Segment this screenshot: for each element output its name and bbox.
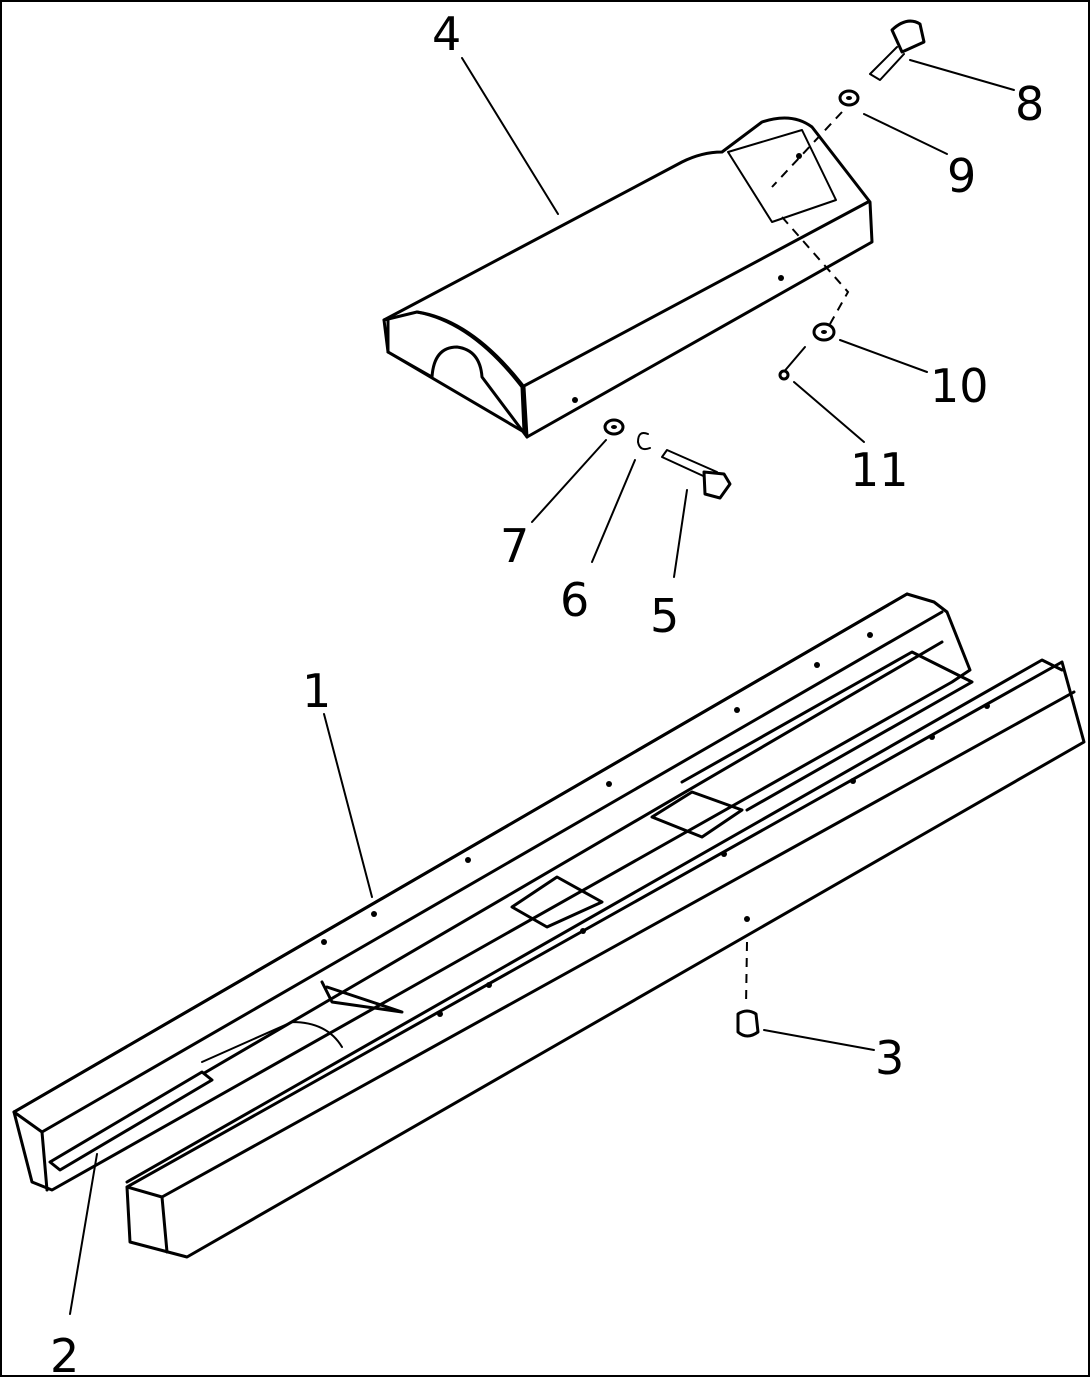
washer-part-10	[812, 322, 836, 342]
callout-1: 1	[302, 664, 331, 718]
callout-labels: 4 8 9 10 11 7 6 5 1 3 2	[50, 7, 1044, 1379]
pin-part-11	[778, 346, 806, 381]
bolt-holes	[321, 632, 990, 1017]
callout-9: 9	[947, 149, 976, 203]
washer-part-7	[603, 418, 625, 436]
cover-part-4	[382, 116, 874, 439]
lockwasher-part-6	[637, 432, 651, 451]
callout-4: 4	[432, 7, 461, 61]
leader-lines	[69, 57, 1015, 1315]
callout-7: 7	[500, 519, 529, 573]
callout-6: 6	[560, 573, 589, 627]
callout-3: 3	[875, 1031, 904, 1085]
callout-2: 2	[50, 1329, 79, 1379]
callout-10: 10	[930, 359, 989, 413]
callout-5: 5	[650, 589, 679, 643]
assembly-lines	[745, 111, 850, 1007]
track-frame-part-1	[12, 592, 1086, 1259]
washer-part-9	[838, 89, 860, 107]
bolt-part-8	[869, 19, 926, 81]
bolt-part-5	[661, 449, 732, 500]
callout-11: 11	[850, 443, 909, 497]
callout-8: 8	[1015, 77, 1044, 131]
plug-part-3	[736, 1009, 760, 1038]
